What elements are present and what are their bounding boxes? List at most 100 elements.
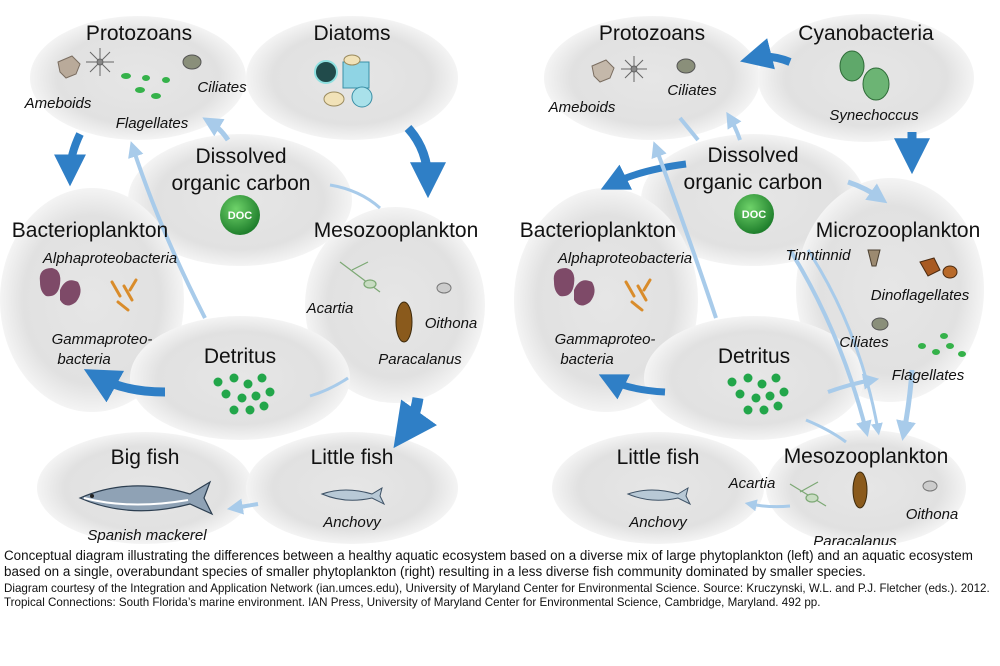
arrow-doc-to-protozoans — [202, 117, 231, 142]
right-ciliate-illustration — [676, 58, 696, 74]
left-spanish-mackerel-illustration — [78, 480, 214, 516]
right-paracalanus-illustration — [852, 471, 868, 509]
arrow-cyanobacteria-to-protozoans — [740, 38, 792, 70]
caption-main: Conceptual diagram illustrating the diff… — [4, 548, 973, 579]
right-ameboid-illustration — [591, 59, 615, 83]
left-doc-title-line1: Dissolved — [195, 145, 286, 168]
left-doc-badge: DOC — [220, 195, 260, 235]
arrow-doc-to-microzooplankton — [847, 179, 888, 204]
left-bacterioplankton-title: Bacterioplankton — [12, 219, 168, 242]
left-alpha-label: Alphaproteobacteria — [42, 250, 177, 267]
line-mesozooplankton-to-detritus — [309, 376, 349, 398]
right-ciliates-micro-label: Ciliates — [839, 334, 889, 351]
right-ciliates-micro-illustration — [871, 317, 889, 331]
right-alpha-label: Alphaproteobacteria — [557, 250, 692, 267]
right-tintinnid-label: Tinntinnid — [786, 247, 852, 264]
left-detritus-particles — [213, 373, 275, 415]
food-web-diagram: Protozoans Ameboids Flagellates Ciliates… — [0, 14, 984, 545]
right-synechococcus-illustration — [839, 50, 890, 101]
right-dinoflagellates-illustration — [919, 257, 958, 279]
arrow-microzooplankton-to-mesozooplankton-2 — [806, 249, 883, 436]
right-gamma-label-line1: Gammaproteo- — [555, 331, 656, 348]
left-anchovy-illustration — [320, 486, 386, 506]
left-doc-badge-label: DOC — [228, 210, 253, 222]
left-alphaproteobacteria-illustration — [39, 268, 81, 306]
right-synechoccus-label: Synechoccus — [829, 107, 919, 124]
caption-credit: Diagram courtesy of the Integration and … — [4, 582, 990, 609]
right-protozoans-blob — [544, 16, 760, 140]
right-ameboids-label: Ameboids — [548, 99, 616, 116]
right-detritus-blob — [644, 316, 864, 440]
left-acartia-illustration — [339, 261, 381, 293]
left-anchovy-label: Anchovy — [322, 514, 382, 531]
left-ciliates-label: Ciliates — [197, 79, 247, 96]
arrow-detritus-to-bacterioplankton — [83, 369, 166, 403]
left-protozoans-blob — [30, 16, 246, 140]
left-littlefish-title: Little fish — [311, 446, 394, 469]
arrow-mesozooplankton-to-littlefish — [393, 397, 437, 449]
arrow-detritus-to-bacterioplankton-right — [598, 374, 666, 400]
right-acartia-label: Acartia — [728, 475, 776, 492]
arrow-doc-to-bacterioplankton — [600, 160, 687, 190]
right-paracalanus-label: Paracalanus — [813, 533, 897, 545]
right-radiolarian-illustration — [621, 56, 647, 82]
left-gammaproteobacteria-illustration — [110, 278, 138, 312]
left-gamma-label-line1: Gammaproteo- — [52, 331, 153, 348]
left-detritus-blob — [130, 316, 350, 440]
right-acartia-illustration — [789, 481, 827, 507]
right-alphaproteobacteria-illustration — [553, 268, 595, 306]
right-doc-badge-label: DOC — [742, 209, 767, 221]
line-doc-to-mesozooplankton — [329, 183, 382, 210]
left-flagellates-illustration — [121, 73, 170, 99]
right-anchovy-label: Anchovy — [628, 514, 688, 531]
right-littlefish-blob — [552, 432, 764, 544]
left-doc-title-line2: organic carbon — [172, 172, 311, 195]
left-detritus-title: Detritus — [204, 345, 276, 368]
arrow-flagellates-to-mesozooplankton — [896, 369, 916, 441]
right-panel: Protozoans Ameboids Ciliates Cyanobacter… — [514, 14, 984, 545]
left-acartia-label: Acartia — [306, 300, 354, 317]
arrow-littlefish-to-bigfish — [226, 498, 259, 515]
arrow-mesozooplankton-to-littlefish-right — [744, 499, 791, 512]
arrow-protozoans-to-bacterioplankton — [54, 132, 87, 187]
right-gammaproteobacteria-illustration — [624, 278, 652, 312]
right-bacterioplankton-title: Bacterioplankton — [520, 219, 676, 242]
right-protozoans-title: Protozoans — [599, 22, 705, 45]
right-doc-title-line2: organic carbon — [684, 171, 823, 194]
right-oithona-illustration — [922, 480, 938, 492]
left-paracalanus-illustration — [395, 301, 413, 343]
left-flagellates-label: Flagellates — [116, 115, 189, 132]
right-doc-badge: DOC — [734, 194, 774, 234]
left-bigfish-title: Big fish — [111, 446, 180, 469]
right-mesozooplankton-title: Mesozooplankton — [784, 445, 949, 468]
left-diatoms-title: Diatoms — [313, 22, 390, 45]
right-tintinnid-illustration — [867, 249, 881, 267]
left-radiolarian-illustration — [86, 48, 114, 76]
right-detritus-particles — [727, 373, 789, 415]
left-ciliate-illustration — [182, 54, 202, 70]
right-doc-title-line1: Dissolved — [707, 144, 798, 167]
left-ameboids-label: Ameboids — [24, 95, 92, 112]
arrow-detritus-to-protozoans — [128, 141, 207, 319]
left-ameboid-illustration — [57, 55, 81, 79]
arrow-doc-to-protozoans-right — [726, 111, 742, 141]
left-protozoans-title: Protozoans — [86, 22, 192, 45]
right-gamma-label-line2: bacteria — [560, 351, 613, 368]
right-ciliates-label: Ciliates — [667, 82, 717, 99]
right-detritus-title: Detritus — [718, 345, 790, 368]
line-protozoans-to-detritus-right — [678, 116, 700, 142]
right-microzooplankton-title: Microzooplankton — [816, 219, 981, 242]
arrow-microzooplankton-to-mesozooplankton-1 — [788, 248, 872, 437]
caption: Conceptual diagram illustrating the diff… — [4, 548, 996, 610]
right-anchovy-illustration — [626, 486, 692, 506]
right-littlefish-title: Little fish — [617, 446, 700, 469]
left-paracalanus-label: Paracalanus — [378, 351, 462, 368]
arrow-diatoms-to-mesozooplankton — [404, 124, 446, 199]
right-flagellates-label: Flagellates — [892, 367, 965, 384]
left-mesozooplankton-blob — [305, 207, 485, 403]
left-oithona-illustration — [436, 282, 452, 294]
right-oithona-label: Oithona — [906, 506, 959, 523]
arrow-detritus-to-ciliates — [827, 373, 880, 394]
left-oithona-label: Oithona — [425, 315, 478, 332]
left-panel: Protozoans Ameboids Flagellates Ciliates… — [0, 16, 485, 544]
